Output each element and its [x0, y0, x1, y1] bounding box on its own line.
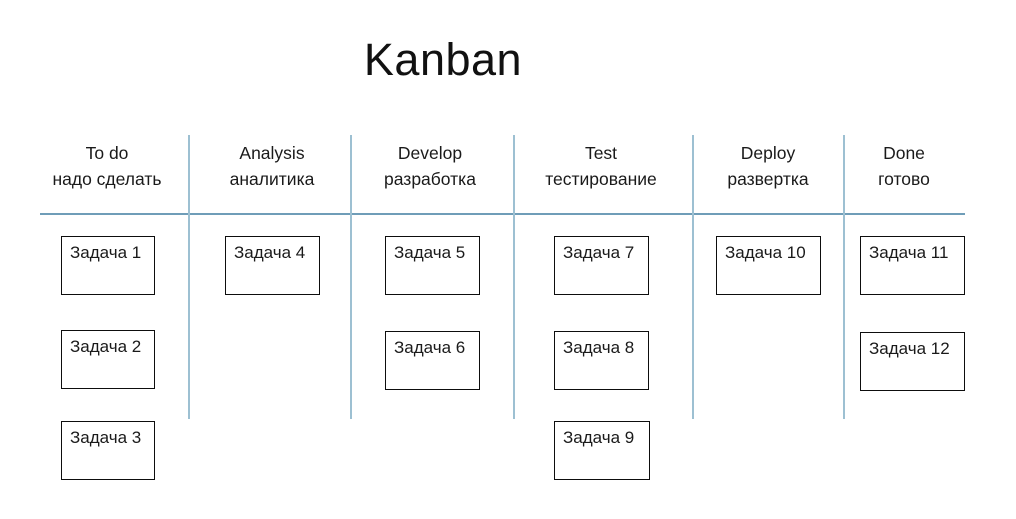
column-divider — [843, 135, 845, 419]
task-card-label: Задача 3 — [70, 428, 142, 447]
task-card[interactable]: Задача 5 — [385, 236, 480, 295]
column-divider — [188, 135, 190, 419]
task-card[interactable]: Задача 3 — [61, 421, 155, 480]
task-card-label: Задача 1 — [70, 243, 142, 262]
column-title-en: Develop — [397, 143, 463, 163]
task-card[interactable]: Задача 11 — [860, 236, 965, 295]
task-card[interactable]: Задача 9 — [554, 421, 650, 480]
column-title-ru: развертка — [727, 169, 809, 189]
column-title-ru: аналитика — [229, 169, 315, 189]
column-divider — [350, 135, 352, 419]
task-card[interactable]: Задача 12 — [860, 332, 965, 391]
column-title-en: Analysis — [239, 143, 305, 163]
task-card-label: Задача 4 — [234, 243, 306, 262]
task-card[interactable]: Задача 7 — [554, 236, 649, 295]
column-header-test: Test тестирование — [528, 140, 674, 198]
column-header-done: Done готово — [831, 140, 977, 198]
task-card-label: Задача 7 — [563, 243, 635, 262]
task-card-label: Задача 9 — [563, 428, 635, 447]
column-title-ru: надо сделать — [52, 169, 162, 189]
column-header-deploy: Deploy развертка — [695, 140, 841, 198]
task-card[interactable]: Задача 10 — [716, 236, 821, 295]
column-title-en: Done — [883, 143, 925, 163]
column-divider — [513, 135, 515, 419]
header-underline — [40, 213, 965, 215]
task-card[interactable]: Задача 8 — [554, 331, 649, 390]
task-card-label: Задача 12 — [869, 339, 950, 358]
column-header-todo: To do надо сделать — [34, 140, 180, 198]
task-card-label: Задача 5 — [394, 243, 466, 262]
column-title-en: To do — [85, 143, 129, 163]
column-title-en: Deploy — [740, 143, 796, 163]
task-card[interactable]: Задача 2 — [61, 330, 155, 389]
column-title-ru: готово — [878, 169, 930, 189]
column-header-analysis: Analysis аналитика — [199, 140, 345, 198]
task-card[interactable]: Задача 6 — [385, 331, 480, 390]
task-card[interactable]: Задача 4 — [225, 236, 320, 295]
task-card[interactable]: Задача 1 — [61, 236, 155, 295]
board-title: Kanban — [363, 34, 523, 85]
column-title-ru: разработка — [384, 169, 476, 189]
task-card-label: Задача 10 — [725, 243, 806, 262]
task-card-label: Задача 11 — [869, 243, 949, 262]
column-title-ru: тестирование — [545, 169, 657, 189]
column-header-develop: Develop разработка — [357, 140, 503, 198]
column-title-en: Test — [584, 143, 618, 163]
column-divider — [692, 135, 694, 419]
task-card-label: Задача 6 — [394, 338, 466, 357]
task-card-label: Задача 8 — [563, 338, 635, 357]
task-card-label: Задача 2 — [70, 337, 142, 356]
